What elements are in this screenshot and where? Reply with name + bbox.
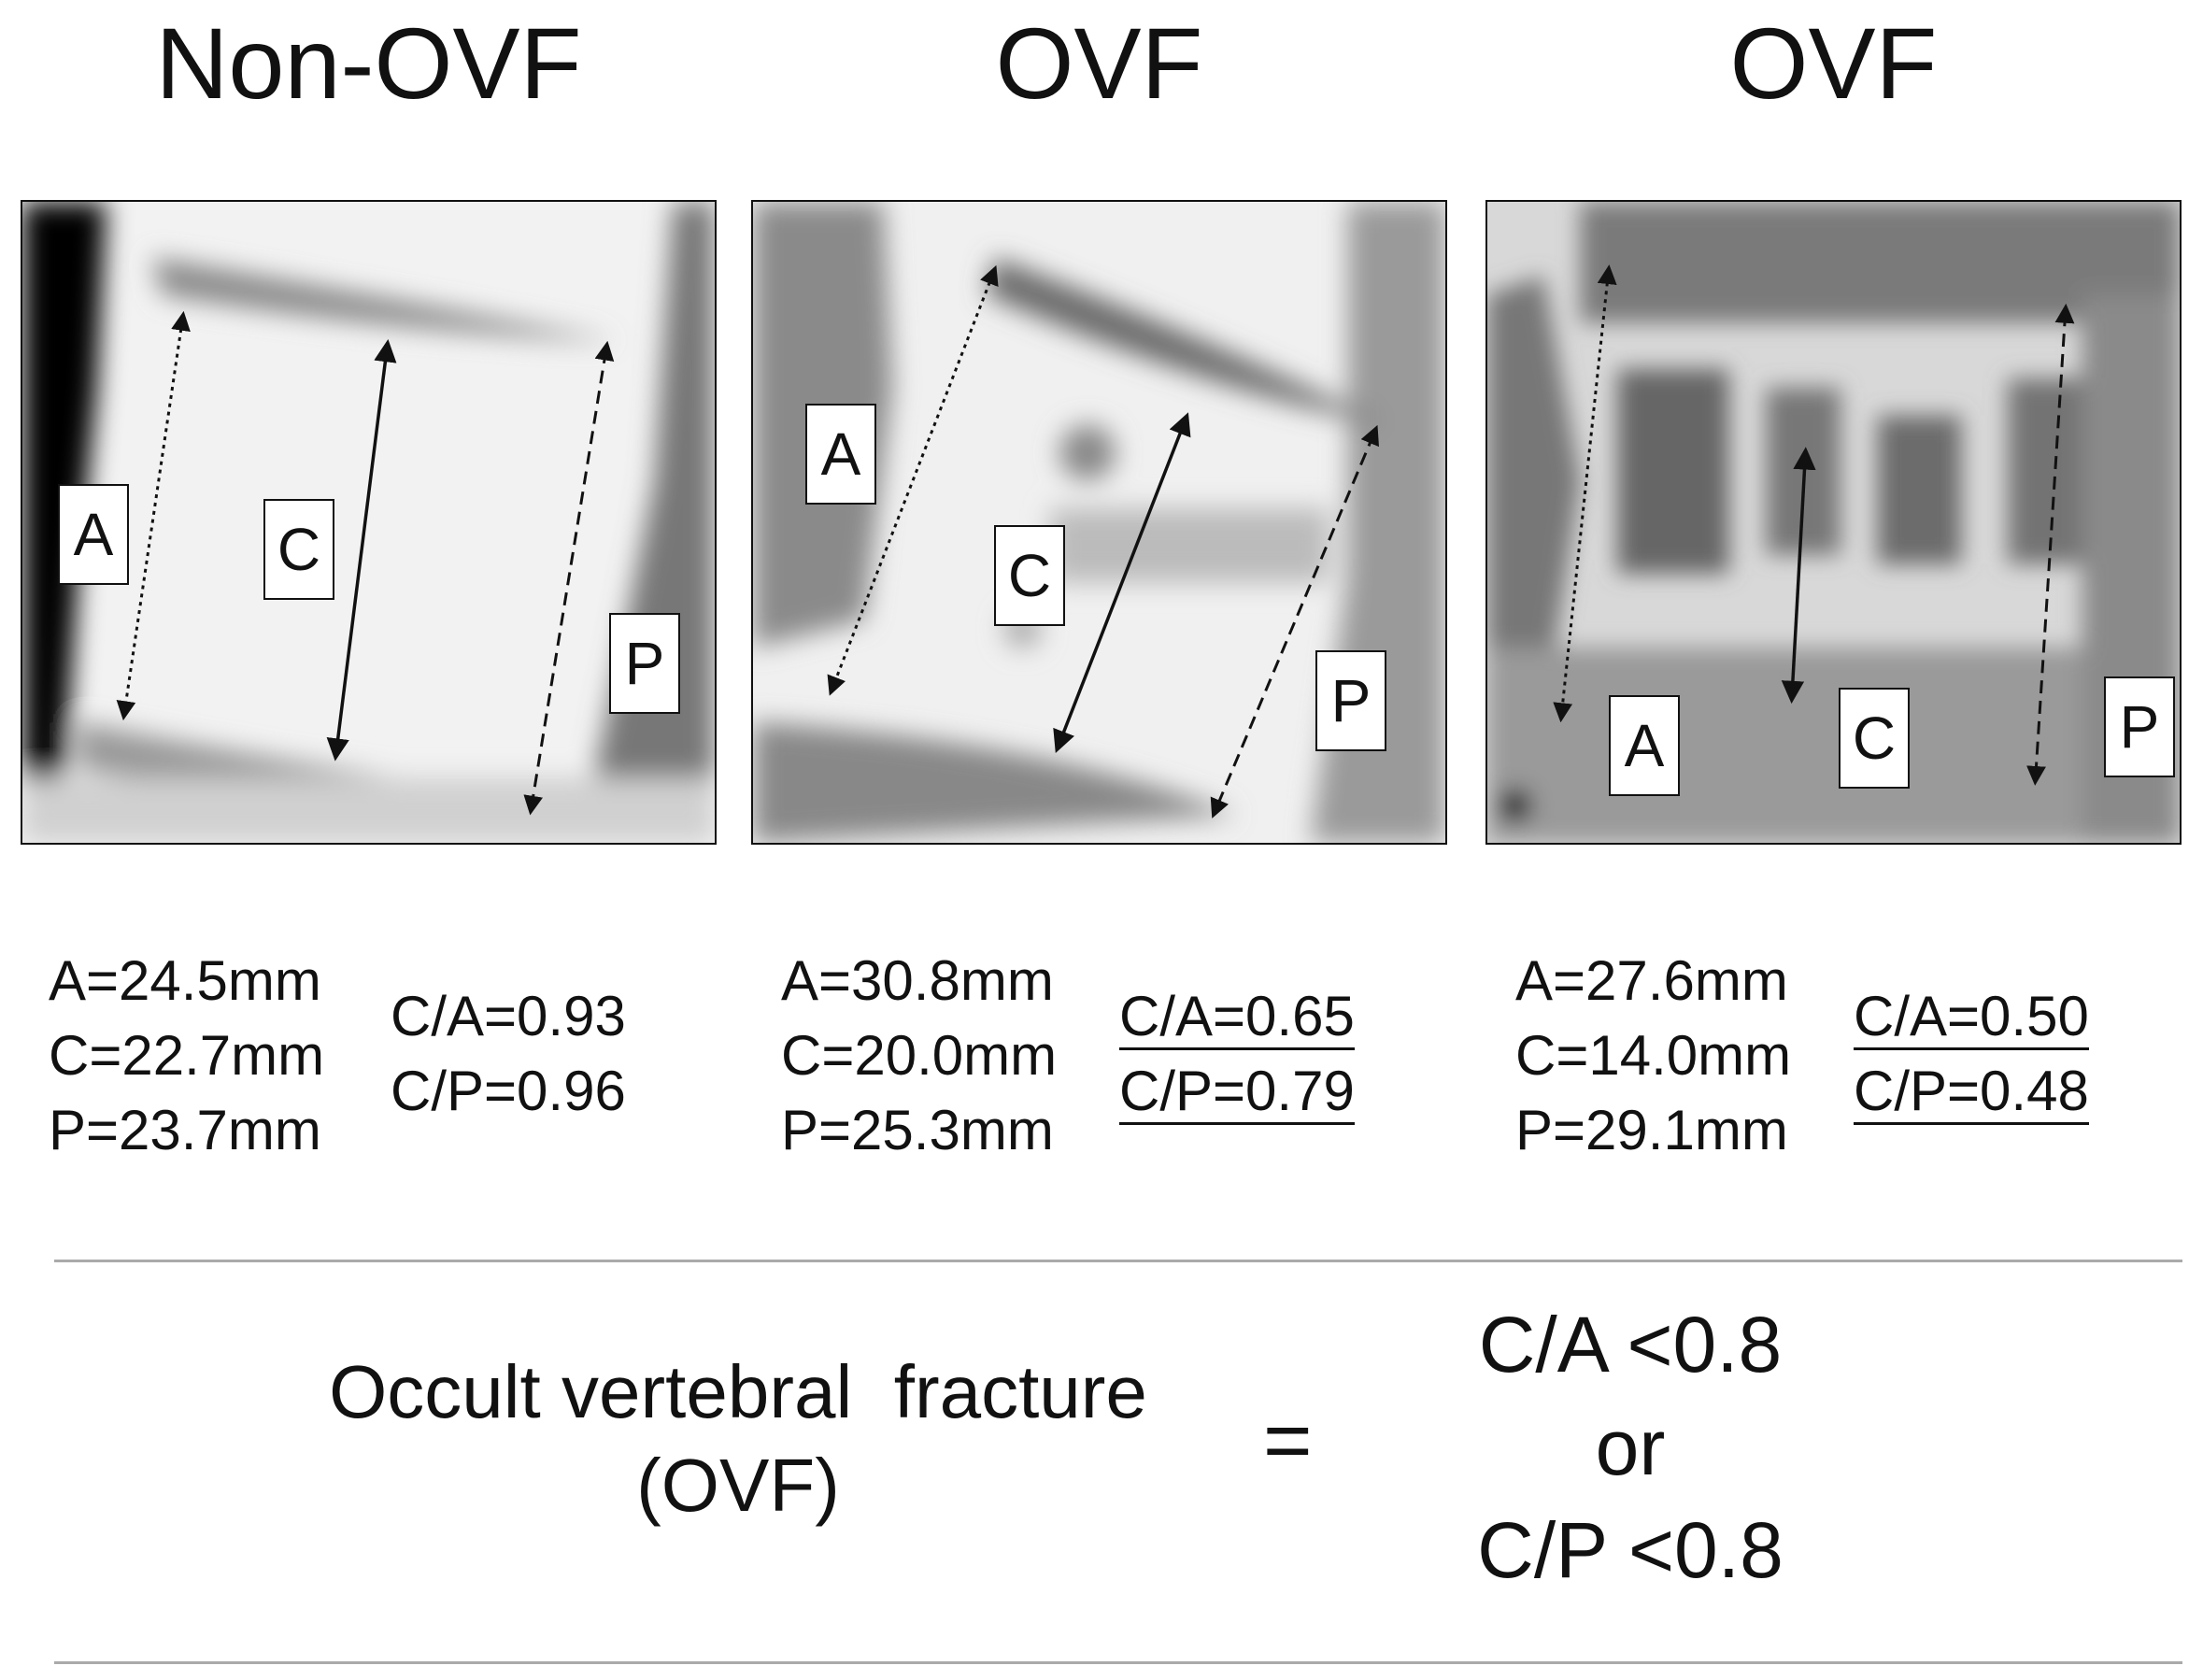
- measure-p: P=29.1mm: [1515, 1099, 1788, 1161]
- ratio-ca: C/A=0.65: [1119, 985, 1355, 1050]
- ratio-ca: C/A=0.93: [391, 985, 626, 1047]
- label-p: P: [1315, 650, 1386, 751]
- panel-title-ovf-1: OVF: [995, 7, 1203, 120]
- ratio-cp: C/P=0.79: [1119, 1060, 1355, 1125]
- ratio-cp: C/P=0.48: [1854, 1060, 2089, 1125]
- ratios-ovf-1: C/A=0.65 C/P=0.79: [1119, 979, 1355, 1129]
- definition-term: Occult vertebral fracture (OVF): [234, 1345, 1243, 1532]
- measure-c: C=20.0mm: [781, 1024, 1058, 1087]
- measurements-non-ovf: A=24.5mm C=22.7mm P=23.7mm: [49, 944, 324, 1168]
- label-a: A: [58, 484, 129, 585]
- panel-title-ovf-2: OVF: [1729, 7, 1938, 120]
- divider-top: [54, 1260, 2182, 1262]
- label-c: C: [263, 499, 334, 600]
- definition-criteria: C/A <0.8 or C/P <0.8: [1429, 1293, 1831, 1602]
- ratios-non-ovf: C/A=0.93 C/P=0.96: [391, 979, 626, 1129]
- label-c: C: [1839, 688, 1910, 789]
- ratios-ovf-2: C/A=0.50 C/P=0.48: [1854, 979, 2089, 1129]
- equals-sign: =: [1263, 1394, 1313, 1488]
- label-p: P: [609, 613, 680, 714]
- measure-a: A=30.8mm: [781, 949, 1054, 1012]
- ct-image-ovf-2: A C P: [1485, 200, 2182, 845]
- measure-p: P=23.7mm: [49, 1099, 321, 1161]
- measure-c: C=22.7mm: [49, 1024, 325, 1087]
- ct-image-non-ovf: A C P: [21, 200, 717, 845]
- label-c: C: [994, 525, 1065, 626]
- criterion-cp: C/P <0.8: [1477, 1506, 1784, 1594]
- measure-p: P=25.3mm: [781, 1099, 1054, 1161]
- measurements-ovf-2: A=27.6mm C=14.0mm P=29.1mm: [1515, 944, 1791, 1168]
- label-a: A: [805, 404, 876, 505]
- label-p: P: [2104, 676, 2175, 777]
- measurements-ovf-1: A=30.8mm C=20.0mm P=25.3mm: [781, 944, 1057, 1168]
- ratio-cp: C/P=0.96: [391, 1060, 626, 1122]
- label-a: A: [1609, 695, 1680, 796]
- criterion-ca: C/A <0.8: [1478, 1301, 1783, 1388]
- measure-a: A=27.6mm: [1515, 949, 1788, 1012]
- measure-a: A=24.5mm: [49, 949, 321, 1012]
- divider-bottom: [54, 1661, 2182, 1664]
- ratio-ca: C/A=0.50: [1854, 985, 2089, 1050]
- measure-c: C=14.0mm: [1515, 1024, 1792, 1087]
- criterion-or: or: [1595, 1403, 1666, 1491]
- definition-term-line2: (OVF): [636, 1444, 840, 1527]
- panel-title-non-ovf: Non-OVF: [155, 7, 582, 120]
- definition-term-line1: Occult vertebral fracture: [329, 1350, 1147, 1433]
- ct-image-ovf-1: A C P: [751, 200, 1447, 845]
